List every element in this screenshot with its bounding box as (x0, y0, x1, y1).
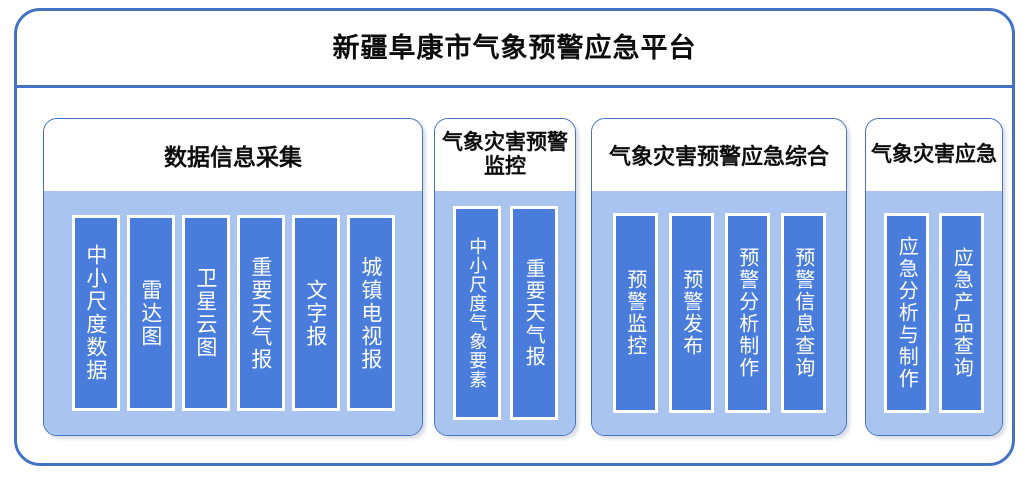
module-group-items: 中小尺度气象要素 重要天气报 (435, 191, 575, 435)
module-item[interactable]: 应急分析与制作 (884, 213, 929, 413)
module-group-title: 气象灾害预警监控 (435, 119, 575, 191)
module-item[interactable]: 预警分析制作 (724, 213, 770, 413)
module-groups-row: 数据信息采集 中小尺度数据 雷达图 卫星云图 重要天气报 文字报 城镇电视报 气… (17, 91, 1012, 466)
module-group-data-collection[interactable]: 数据信息采集 中小尺度数据 雷达图 卫星云图 重要天气报 文字报 城镇电视报 (43, 118, 423, 436)
module-group-items: 中小尺度数据 雷达图 卫星云图 重要天气报 文字报 城镇电视报 (44, 191, 422, 435)
module-item[interactable]: 卫星云图 (181, 215, 230, 411)
module-item[interactable]: 预警发布 (668, 213, 714, 413)
module-group-title: 数据信息采集 (44, 119, 422, 191)
module-group-warning-monitoring[interactable]: 气象灾害预警监控 中小尺度气象要素 重要天气报 (434, 118, 576, 436)
module-item[interactable]: 中小尺度气象要素 (452, 206, 501, 420)
module-group-disaster-emergency[interactable]: 气象灾害应急 应急分析与制作 应急产品查询 (865, 118, 1003, 436)
platform-frame: 新疆阜康市气象预警应急平台 数据信息采集 中小尺度数据 雷达图 卫星云图 重要天… (14, 8, 1015, 466)
module-item[interactable]: 文字报 (291, 215, 340, 411)
module-group-title: 气象灾害预警应急综合 (592, 119, 846, 191)
module-item[interactable]: 应急产品查询 (939, 213, 984, 413)
module-item[interactable]: 预警监控 (612, 213, 658, 413)
page-title: 新疆阜康市气象预警应急平台 (332, 32, 697, 64)
module-group-items: 应急分析与制作 应急产品查询 (866, 191, 1002, 435)
module-item[interactable]: 重要天气报 (509, 206, 558, 420)
module-group-warning-emergency-integrated[interactable]: 气象灾害预警应急综合 预警监控 预警发布 预警分析制作 预警信息查询 (591, 118, 847, 436)
module-item[interactable]: 重要天气报 (236, 215, 285, 411)
module-group-title: 气象灾害应急 (866, 119, 1002, 191)
module-group-items: 预警监控 预警发布 预警分析制作 预警信息查询 (592, 191, 846, 435)
module-item[interactable]: 城镇电视报 (346, 215, 395, 411)
platform-title-bar: 新疆阜康市气象预警应急平台 (17, 11, 1012, 88)
module-item[interactable]: 雷达图 (126, 215, 175, 411)
module-item[interactable]: 预警信息查询 (780, 213, 826, 413)
module-item[interactable]: 中小尺度数据 (71, 215, 120, 411)
